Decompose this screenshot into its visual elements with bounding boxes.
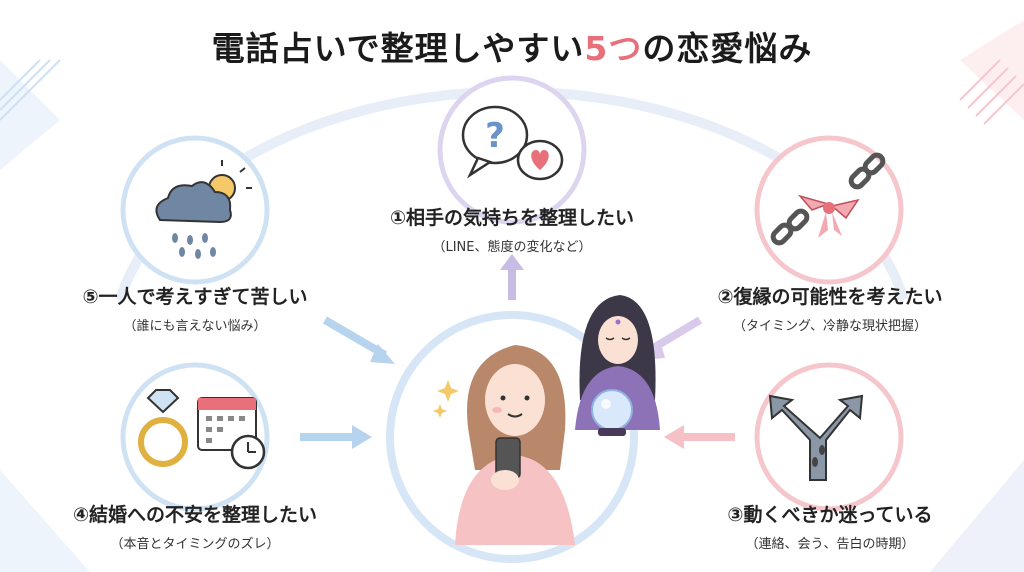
rain-cloud-sun-icon bbox=[120, 135, 270, 285]
arrow-from-left-top bbox=[322, 316, 395, 364]
item-2-label: ②復縁の可能性を考えたい （タイミング、冷静な現状把握） bbox=[680, 282, 980, 334]
page-title: 電話占いで整理しやすい5つの恋愛悩み bbox=[0, 22, 1024, 70]
item-5-label: ⑤一人で考えすぎて苦しい （誰にも言えない悩み） bbox=[45, 282, 345, 334]
arrow-up bbox=[500, 254, 524, 300]
speech-bubbles-question-heart-icon: ? bbox=[437, 75, 587, 225]
svg-text:?: ? bbox=[485, 116, 505, 156]
item-3-title: ③動くべきか迷っている bbox=[727, 504, 933, 526]
ring-calendar-clock-icon bbox=[120, 362, 270, 512]
title-text-end: の恋愛悩み bbox=[642, 29, 813, 68]
item-1-subtitle: （LINE、態度の変化など） bbox=[432, 240, 592, 255]
item-4-subtitle: （本音とタイミングのズレ） bbox=[110, 537, 280, 552]
arrow-from-left-bottom bbox=[300, 425, 372, 449]
title-accent: 5つ bbox=[584, 29, 643, 68]
item-3-label: ③動くべきか迷っている （連絡、会う、告白の時期） bbox=[690, 500, 970, 552]
item-1-title: ①相手の気持ちを整理したい bbox=[389, 207, 635, 229]
woman-phone-fortune-teller-icon bbox=[386, 295, 660, 563]
item-1-label: ①相手の気持ちを整理したい （LINE、態度の変化など） bbox=[342, 203, 682, 255]
item-2-subtitle: （タイミング、冷静な現状把握） bbox=[732, 319, 928, 334]
title-text: 電話占いで整理しやすい bbox=[211, 29, 585, 68]
forked-road-arrows-icon bbox=[754, 362, 904, 512]
item-5-title: ⑤一人で考えすぎて苦しい bbox=[82, 286, 308, 308]
item-5-subtitle: （誰にも言えない悩み） bbox=[123, 319, 267, 334]
item-3-subtitle: （連絡、会う、告白の時期） bbox=[745, 537, 915, 552]
item-4-label: ④結婚への不安を整理したい （本音とタイミングのズレ） bbox=[40, 500, 350, 552]
broken-chain-ribbon-icon bbox=[754, 135, 904, 285]
arrow-from-right-bottom bbox=[664, 425, 735, 449]
item-2-title: ②復縁の可能性を考えたい bbox=[717, 286, 943, 308]
item-4-title: ④結婚への不安を整理したい bbox=[72, 504, 318, 526]
